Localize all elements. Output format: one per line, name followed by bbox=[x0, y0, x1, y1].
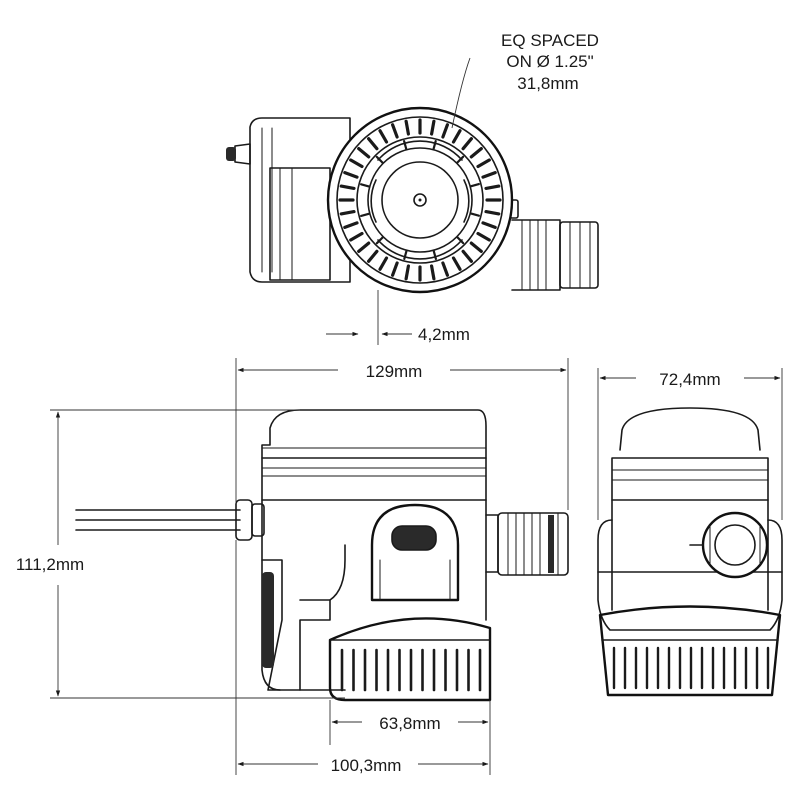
strainer-slot bbox=[378, 129, 389, 144]
strainer-slot bbox=[357, 241, 371, 253]
strainer-slot bbox=[339, 210, 356, 216]
strainer-rib bbox=[456, 155, 465, 164]
strainer-slot bbox=[476, 231, 491, 242]
strainer-rib bbox=[375, 236, 384, 245]
strainer-slot bbox=[404, 119, 410, 136]
strainer-slot bbox=[339, 184, 356, 190]
strainer-rib bbox=[360, 212, 370, 217]
inlet-gap-dimension bbox=[326, 290, 412, 345]
base-dimension bbox=[329, 700, 491, 745]
strainer-slot bbox=[343, 171, 359, 179]
strainer-slot bbox=[349, 231, 364, 242]
length-dimension bbox=[235, 358, 569, 510]
strainer-slot bbox=[378, 256, 389, 271]
length-label: 129mm bbox=[366, 362, 423, 381]
strainer-slot bbox=[391, 123, 399, 139]
strainer-slot bbox=[430, 119, 436, 136]
strainer-slot bbox=[476, 158, 491, 169]
strainer-slot bbox=[484, 210, 501, 216]
strainer-slots bbox=[338, 118, 502, 282]
base-width-label: 63,8mm bbox=[379, 714, 440, 733]
strainer-slot bbox=[481, 171, 497, 179]
strainer-slot bbox=[484, 184, 501, 190]
top-view bbox=[226, 57, 599, 294]
strainer-slot bbox=[404, 264, 410, 281]
strainer-slot bbox=[367, 137, 379, 151]
width-label: 72,4mm bbox=[659, 370, 720, 389]
strainer-rib bbox=[403, 140, 408, 150]
strainer-rib bbox=[470, 212, 480, 217]
strainer-rib bbox=[456, 236, 465, 245]
strainer-slot bbox=[343, 221, 359, 229]
strainer-rib bbox=[470, 183, 480, 188]
reach-dimension bbox=[235, 540, 491, 775]
strainer-slot bbox=[430, 264, 436, 281]
end-base-slots bbox=[612, 646, 770, 690]
strainer-slot bbox=[441, 261, 449, 277]
inlet-gap-label: 4,2mm bbox=[418, 325, 470, 344]
strainer-rib bbox=[360, 183, 370, 188]
height-label: 111,2mm bbox=[16, 555, 84, 574]
strainer-slot bbox=[357, 147, 371, 159]
strainer-slot bbox=[469, 241, 483, 253]
strainer-slot bbox=[391, 261, 399, 277]
reach-label: 100,3mm bbox=[331, 756, 402, 775]
strainer-slot bbox=[461, 137, 473, 151]
strainer-slot bbox=[461, 249, 473, 263]
base-slots bbox=[340, 648, 482, 692]
strainer-slot bbox=[469, 147, 483, 159]
width-dimension bbox=[597, 368, 783, 520]
strainer-slot bbox=[349, 158, 364, 169]
strainer-rib bbox=[375, 155, 384, 164]
spacing-label-line3: 31,8mm bbox=[517, 74, 578, 93]
spacing-label-line1: EQ SPACED bbox=[501, 31, 599, 50]
end-view bbox=[597, 407, 783, 697]
spacing-label-line2: ON Ø 1.25" bbox=[506, 52, 593, 71]
strainer-slot bbox=[441, 123, 449, 139]
strainer-slot bbox=[451, 129, 462, 144]
strainer-slot bbox=[451, 256, 462, 271]
side-view bbox=[75, 409, 569, 702]
strainer-rib bbox=[432, 250, 437, 260]
strainer-slot bbox=[481, 221, 497, 229]
strainer-slot bbox=[367, 249, 379, 263]
height-dimension bbox=[50, 409, 345, 699]
